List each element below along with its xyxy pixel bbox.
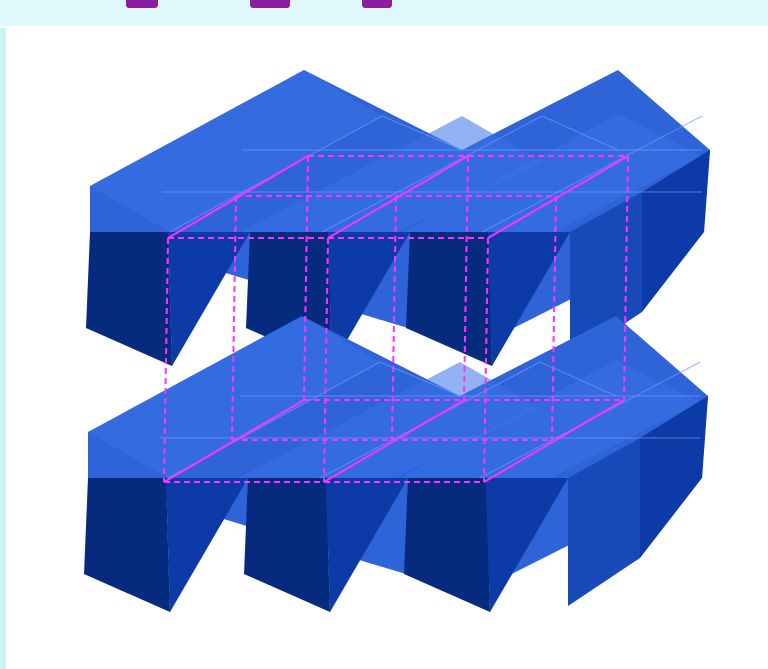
octahedron-side-mid: [166, 478, 248, 612]
octahedron-side-dark: [86, 232, 172, 366]
octahedron-side-dark: [404, 478, 490, 612]
octahedron-side-dark: [406, 232, 492, 366]
octahedron-side-mid: [168, 232, 250, 366]
octahedron-side-dark: [84, 478, 170, 612]
octahedron-layer-icon: [84, 316, 708, 612]
octahedron-side-dark: [244, 478, 330, 612]
